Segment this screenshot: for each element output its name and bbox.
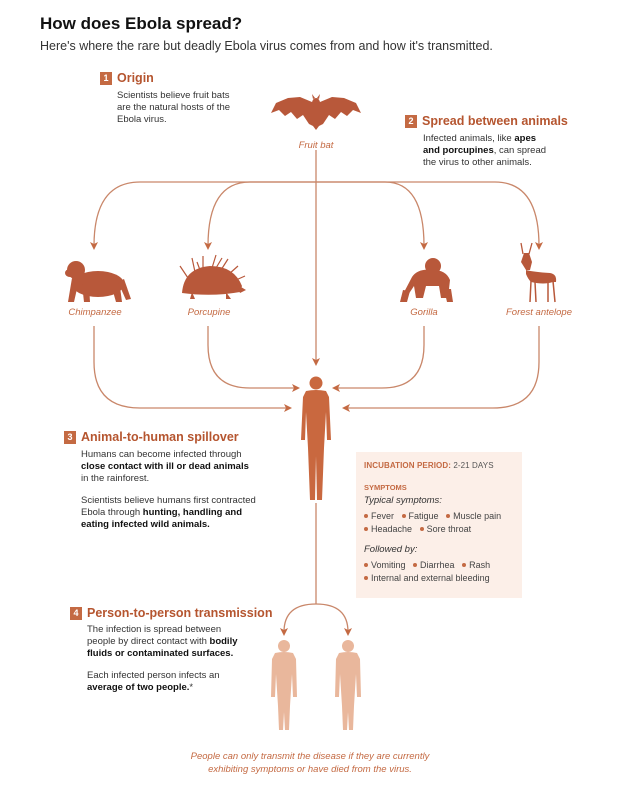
step-3-bold: hunting, handling and bbox=[142, 507, 242, 518]
step-4-title: Person-to-person transmission bbox=[87, 606, 273, 620]
step-1-heading: 1 Origin bbox=[100, 71, 154, 85]
person-right-icon bbox=[335, 640, 361, 730]
symptom-item: Muscle pain bbox=[446, 510, 501, 523]
page-subtitle: Here's where the rare but deadly Ebola v… bbox=[40, 39, 493, 53]
symptoms-box: INCUBATION PERIOD: 2-21 DAYS SYMPTOMS Ty… bbox=[356, 452, 522, 598]
step-4-asterisk: * bbox=[189, 682, 194, 693]
incubation-period: INCUBATION PERIOD: 2-21 DAYS bbox=[364, 461, 514, 470]
step-4-bold: fluids or contaminated surfaces. bbox=[87, 648, 234, 659]
step-3-line: in the rainforest. bbox=[81, 473, 150, 484]
step-4-line: The infection is spread between bbox=[87, 624, 222, 635]
step-3-bold: eating infected wild animals. bbox=[81, 519, 210, 530]
step-3-text: Humans can become infected through close… bbox=[81, 449, 256, 531]
step-4-text: The infection is spread between people b… bbox=[87, 624, 238, 694]
incubation-value: 2-21 DAYS bbox=[453, 461, 494, 470]
step-4-text-part: people by direct contact with bbox=[87, 636, 210, 647]
step-3-line: Scientists believe humans first contract… bbox=[81, 495, 256, 506]
arrow-porcupine-to-human bbox=[207, 326, 300, 392]
step-1-text: Scientists believe fruit bats are the na… bbox=[117, 90, 230, 126]
step-4-line: Each infected person infects an bbox=[87, 670, 220, 681]
arrow-chimpanzee-to-human bbox=[93, 326, 292, 412]
chimpanzee-icon bbox=[65, 261, 131, 302]
label-gorilla: Gorilla bbox=[410, 307, 438, 318]
page-title: How does Ebola spread? bbox=[40, 14, 243, 33]
footnote-line: exhibiting symptoms or have died from th… bbox=[208, 764, 412, 775]
footnote-line: People can only transmit the disease if … bbox=[190, 751, 430, 762]
label-fruit-bat: Fruit bat bbox=[298, 140, 334, 151]
symptom-item: Diarrhea bbox=[413, 559, 455, 572]
arrow-to-person-left bbox=[280, 603, 317, 636]
person-left-icon bbox=[271, 640, 297, 730]
antelope-icon bbox=[520, 242, 557, 303]
step-2-bold: apes bbox=[514, 133, 537, 144]
arrow-antelope-to-human bbox=[342, 326, 540, 412]
arrow-to-porcupine bbox=[204, 181, 316, 250]
symptom-item: Vomiting bbox=[364, 559, 406, 572]
symptom-item: Fever bbox=[364, 510, 394, 523]
step-4-number: 4 bbox=[70, 606, 82, 620]
step-3-number: 3 bbox=[64, 430, 76, 444]
arrow-gorilla-to-human bbox=[332, 326, 425, 392]
footnote: People can only transmit the disease if … bbox=[150, 750, 470, 776]
step-3-title: Animal-to-human spillover bbox=[81, 430, 239, 444]
gorilla-icon bbox=[400, 258, 453, 302]
step-2-bold: and porcupines bbox=[423, 145, 494, 156]
step-4-bold: bodily bbox=[209, 636, 238, 647]
step-2-title: Spread between animals bbox=[422, 114, 568, 128]
label-porcupine: Porcupine bbox=[187, 307, 231, 318]
step-1-number: 1 bbox=[100, 71, 112, 85]
label-chimpanzee: Chimpanzee bbox=[68, 307, 122, 318]
arrow-to-person-right bbox=[315, 603, 352, 636]
step-2-line: the virus to other animals. bbox=[423, 157, 532, 168]
step-3-heading: 3 Animal-to-human spillover bbox=[64, 430, 239, 444]
incubation-label: INCUBATION PERIOD: bbox=[364, 461, 451, 470]
fruit-bat-icon bbox=[271, 94, 361, 130]
symptom-item: Internal and external bleeding bbox=[364, 572, 490, 585]
step-2-text-part: Infected animals, like bbox=[423, 133, 515, 144]
step-2-number: 2 bbox=[405, 114, 417, 128]
step-2-text: Infected animals, like apes and porcupin… bbox=[423, 133, 546, 169]
followed-by-label: Followed by: bbox=[364, 544, 418, 555]
typical-symptoms-label: Typical symptoms: bbox=[364, 495, 442, 506]
porcupine-icon bbox=[179, 254, 246, 299]
symptom-item: Headache bbox=[364, 523, 412, 536]
arrow-to-chimpanzee bbox=[90, 181, 316, 250]
symptom-item: Rash bbox=[462, 559, 490, 572]
step-4-bold: average of two people. bbox=[87, 682, 190, 693]
step-1-title: Origin bbox=[117, 71, 154, 85]
followed-symptoms-list: Vomiting Diarrhea Rash Internal and exte… bbox=[364, 559, 514, 585]
step-1-line: Scientists believe fruit bats bbox=[117, 90, 230, 101]
symptom-item: Sore throat bbox=[419, 523, 471, 536]
step-2-text-part: , can spread bbox=[493, 145, 547, 156]
arrow-to-antelope bbox=[316, 181, 543, 250]
step-2-heading: 2 Spread between animals bbox=[405, 114, 568, 128]
symptom-item: Fatigue bbox=[401, 510, 439, 523]
step-3-text-part: Ebola through bbox=[81, 507, 143, 518]
step-3-bold: close contact with ill or dead animals bbox=[81, 461, 249, 472]
step-1-line: Ebola virus. bbox=[117, 114, 167, 125]
human-icon bbox=[301, 376, 331, 500]
step-4-heading: 4 Person-to-person transmission bbox=[70, 606, 272, 620]
step-1-line: are the natural hosts of the bbox=[117, 102, 231, 113]
label-forest-antelope: Forest antelope bbox=[505, 307, 572, 318]
typical-symptoms-list: Fever Fatigue Muscle pain Headache Sore … bbox=[364, 510, 514, 536]
arrow-to-gorilla bbox=[316, 181, 428, 250]
symptoms-heading: SYMPTOMS bbox=[364, 483, 407, 492]
step-3-line: Humans can become infected through bbox=[81, 449, 242, 460]
